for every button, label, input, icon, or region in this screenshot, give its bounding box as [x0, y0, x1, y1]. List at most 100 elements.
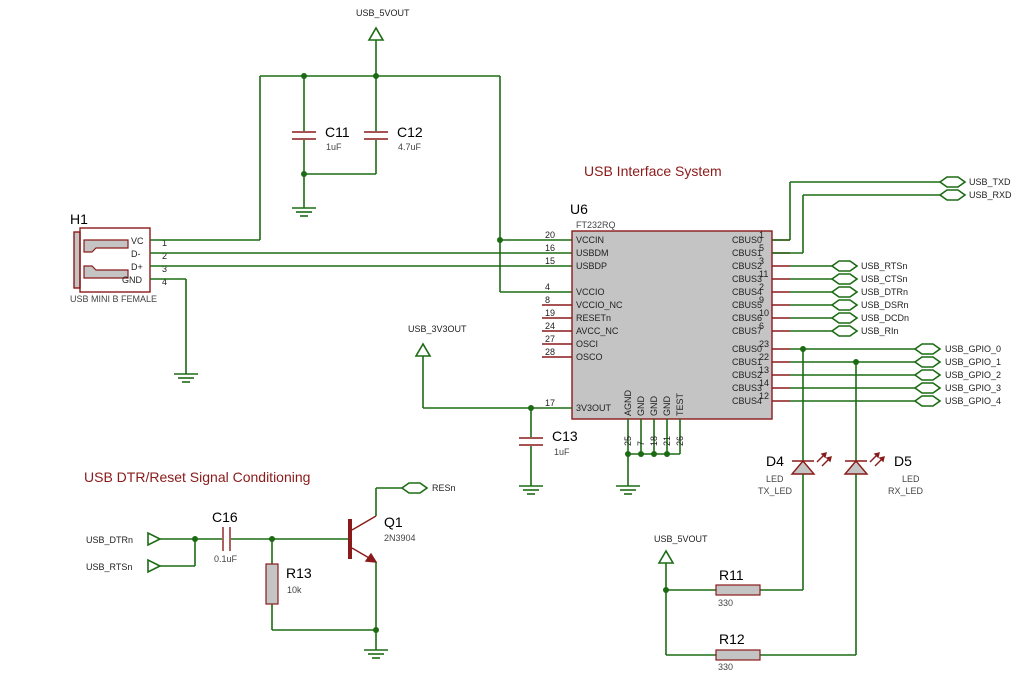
resistor-r11[interactable]: R11 330	[715, 567, 761, 608]
h1-pin-dm: D-	[131, 249, 141, 259]
net-port-usb-dsrn[interactable]	[830, 299, 859, 311]
junction	[192, 536, 198, 542]
h1-pin-vc: VC	[131, 236, 144, 246]
usb-interface-title: USB Interface System	[584, 163, 722, 179]
u6-pin-number: 15	[545, 256, 555, 266]
u6-pin-number: 24	[545, 321, 555, 331]
usb-gpio-4-label: USB_GPIO_4	[945, 396, 1001, 406]
h1-ref: H1	[70, 211, 88, 227]
u6-bottom-pin-name: TEST	[675, 392, 685, 416]
resistor-r12[interactable]: R12 330	[715, 631, 761, 672]
d4-ref: D4	[766, 453, 784, 469]
d4-value: LED	[766, 474, 784, 484]
h1-value: USB MINI B FEMALE	[70, 294, 157, 304]
u6-pin-name: 3V3OUT	[576, 403, 612, 413]
usb-connector-h1[interactable]: H1 VC D- D+ GND USB MINI B FEMALE 1 2 3 …	[70, 211, 167, 304]
led-d4[interactable]: D4 LED TX_LED	[758, 452, 832, 496]
u6-ref: U6	[570, 201, 588, 217]
usb-rin-label: USB_RIn	[861, 326, 899, 336]
usb-3v3out-label: USB_3V3OUT	[408, 324, 467, 334]
transistor-q1[interactable]: Q1 2N3904	[348, 514, 416, 563]
led-d5[interactable]: D5 LED RX_LED	[843, 452, 924, 496]
net-port-usb-dcdn[interactable]	[830, 312, 859, 324]
c11-value: 1uF	[326, 142, 342, 152]
u6-pin-number: 10	[759, 308, 769, 318]
h1-pin-num: 2	[162, 251, 167, 261]
net-port-usb-dtrn-left[interactable]: USB_DTRn	[86, 531, 162, 547]
usb-dcdn-label: USB_DCDn	[861, 313, 909, 323]
net-port-usb-rtsn-left[interactable]: USB_RTSn	[86, 558, 162, 574]
net-port-usb-gpio-4[interactable]	[913, 395, 942, 407]
u6-pin-name: CBUS4	[732, 287, 762, 297]
net-port-usb-ctsn[interactable]	[830, 273, 859, 285]
u6-pin-name: CBUS2	[732, 261, 762, 271]
net-port-usb-gpio-0[interactable]	[913, 343, 942, 355]
u6-pin-number: 9	[759, 295, 764, 305]
u6-pin-name: CBUS6	[732, 313, 762, 323]
c13-value: 1uF	[554, 447, 570, 457]
u6-pin-number: 28	[545, 347, 555, 357]
u6-pin-name: VCCIO	[576, 287, 605, 297]
u6-bottom-pin-number: 7	[636, 441, 646, 446]
capacitor-c12[interactable]: C12 4.7uF	[364, 76, 423, 174]
usb-gpio-3-label: USB_GPIO_3	[945, 383, 1001, 393]
u6-right-pins: 1CBUS05CBUS13CBUS211CBUS32CBUS49CBUS510C…	[732, 230, 790, 406]
h1-pin-dp: D+	[131, 262, 143, 272]
u6-pin-name: CBUS0	[732, 235, 762, 245]
u6-pin-number: 4	[545, 282, 550, 292]
junction	[301, 171, 307, 177]
u6-bottom-pin-number: 21	[662, 436, 672, 446]
usb-5vout-top-label: USB_5VOUT	[356, 8, 410, 18]
r12-value: 330	[718, 662, 733, 672]
net-port-usb-gpio-3[interactable]	[913, 382, 942, 394]
d5-ref: D5	[894, 453, 912, 469]
junction	[625, 451, 631, 457]
usb-dsrn-label: USB_DSRn	[861, 300, 909, 310]
usb-gpio-0-label: USB_GPIO_0	[945, 344, 1001, 354]
capacitor-c16[interactable]: C16 0.1uF	[212, 509, 238, 564]
r11-ref: R11	[719, 567, 744, 583]
u6-bottom-pin-name: GND	[636, 396, 646, 417]
u6-pin-name: CBUS0	[732, 344, 762, 354]
capacitor-c13[interactable]: C13 1uF	[519, 408, 578, 486]
u6-pin-number: 13	[759, 365, 769, 375]
u6-pin-name: CBUS4	[732, 396, 762, 406]
c12-ref: C12	[397, 124, 423, 140]
u6-pin-name: OSCI	[576, 339, 598, 349]
u6-bottom-pin-number: 18	[649, 436, 659, 446]
d4-label: TX_LED	[758, 486, 793, 496]
net-port-usb-gpio-2[interactable]	[913, 369, 942, 381]
net-port-usb-rtsn[interactable]	[830, 260, 859, 272]
dtr-reset-title: USB DTR/Reset Signal Conditioning	[84, 469, 310, 485]
u6-pin-number: 8	[545, 295, 550, 305]
u6-pin-number: 23	[759, 339, 769, 349]
u6-pin-name: CBUS1	[732, 248, 762, 258]
net-port-usb-rxd[interactable]: USB_RXD	[938, 189, 1012, 201]
u6-pin-name: CBUS2	[732, 370, 762, 380]
u6-pin-number: 6	[759, 321, 764, 331]
u6-pin-name: CBUS3	[732, 383, 762, 393]
usb-5vout-top-power: USB_5VOUT	[356, 8, 410, 76]
usb-5vout-bottom-label: USB_5VOUT	[654, 534, 708, 544]
net-port-usb-txd[interactable]: USB_TXD	[938, 176, 1011, 188]
u6-pin-number: 5	[759, 243, 764, 253]
capacitor-c11[interactable]: C11 1uF	[292, 76, 350, 208]
c12-value: 4.7uF	[398, 142, 422, 152]
net-port-usb-dtrn-right[interactable]	[830, 286, 859, 298]
ground-symbol	[519, 485, 543, 495]
resistor-r13[interactable]: R13 10k	[265, 563, 312, 605]
net-port-usb-gpio-1[interactable]	[913, 356, 942, 368]
h1-pin-gnd: GND	[122, 275, 143, 285]
junction	[664, 451, 670, 457]
u6-bottom-pin-number: 26	[675, 436, 685, 446]
u6-pin-name: VCCIN	[576, 235, 604, 245]
q1-value: 2N3904	[384, 533, 416, 543]
net-port-resn[interactable]: RESn	[400, 482, 456, 494]
net-port-usb-rin[interactable]	[830, 325, 859, 337]
u6-pin-number: 27	[545, 334, 555, 344]
u6-pin-number: 19	[545, 308, 555, 318]
u6-pin-number: 12	[759, 391, 769, 401]
c16-value: 0.1uF	[214, 554, 238, 564]
